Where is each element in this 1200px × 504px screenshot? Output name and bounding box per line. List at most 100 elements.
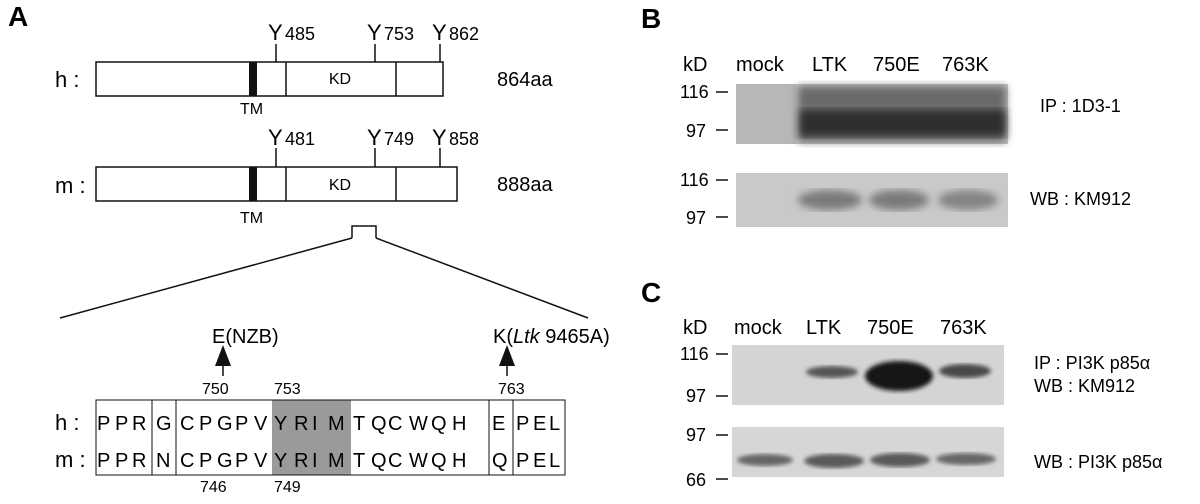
seq-h-residue: G — [217, 413, 233, 435]
alignment-pel-box — [512, 399, 566, 476]
mouse-y749-y: Y — [367, 125, 382, 150]
mutation-k-label: K(Ltk 9465A) — [493, 326, 610, 348]
seq-m-residue: V — [254, 450, 268, 472]
seq-h-residue: E — [492, 413, 505, 435]
panel-b-blot1-label: IP : 1D3-1 — [1040, 96, 1121, 116]
seq-m-residue: I — [312, 450, 318, 472]
seq-h-label: h : — [55, 410, 79, 435]
seq-m-residue: C — [180, 450, 194, 472]
seq-h-residue: C — [388, 413, 402, 435]
mouse-y481-num: 481 — [285, 129, 315, 149]
seq-h-residue: R — [294, 413, 308, 435]
panel-b-blot2-marker-97: 97 — [686, 208, 706, 228]
human-y862-num: 862 — [449, 24, 479, 44]
panel-b-blot2-marker-116: 116 — [680, 170, 709, 190]
seq-m-residue: M — [328, 450, 345, 472]
seq-m-residue: N — [156, 450, 170, 472]
seq-h-residue: T — [353, 413, 365, 435]
panel-b-lane-ltk: LTK — [812, 54, 848, 76]
seq-h-residue: P — [235, 413, 248, 435]
residue-763: 763 — [498, 381, 525, 398]
panel-c-lane-mock: mock — [734, 317, 783, 339]
arrow-750-icon — [215, 345, 231, 376]
panel-label-c: C — [641, 277, 661, 308]
panel-label-b: B — [641, 3, 661, 34]
seq-h-residue: Y — [274, 413, 287, 435]
mouse-tm-label: TM — [240, 210, 263, 227]
panel-b-lane-750e: 750E — [873, 54, 920, 76]
mutation-e-label: E(NZB) — [212, 326, 279, 348]
seq-h-residue: C — [180, 413, 194, 435]
seq-m-residue: G — [217, 450, 233, 472]
panel-b-kd-label: kD — [683, 54, 707, 76]
seq-m-residue: Q — [492, 450, 508, 472]
residue-746: 746 — [200, 479, 227, 496]
seq-m-residue: T — [353, 450, 365, 472]
blot-b-wb — [736, 173, 1008, 227]
seq-m-residue: Q — [431, 450, 447, 472]
seq-m-residue: P — [199, 450, 212, 472]
mouse-y858-y: Y — [432, 125, 447, 150]
blot-b-ip — [736, 84, 1008, 144]
human-protein-diagram: KD TM — [95, 44, 444, 118]
seq-m-residue: E — [533, 450, 546, 472]
human-y485-num: 485 — [285, 24, 315, 44]
seq-m-residue: P — [235, 450, 248, 472]
panel-c-lane-750e: 750E — [867, 317, 914, 339]
seq-m-label: m : — [55, 447, 86, 472]
seq-h-residue: W — [409, 413, 428, 435]
panel-c-blot1-label-ip: IP : PI3K p85α — [1034, 353, 1150, 373]
seq-m-residue: C — [388, 450, 402, 472]
human-tm-label: TM — [240, 101, 263, 118]
panel-b-blot2-label: WB : KM912 — [1030, 189, 1131, 209]
seq-m-residue: Q — [371, 450, 387, 472]
panel-c-blot2-marker-97: 97 — [686, 425, 706, 445]
alignment-boxes — [95, 399, 566, 476]
mouse-y481-y: Y — [268, 125, 283, 150]
blot-c-wb — [732, 427, 1004, 477]
human-protein-bar — [95, 61, 444, 97]
seq-h-residue: V — [254, 413, 268, 435]
seq-h-residue: M — [328, 413, 345, 435]
seq-m-residue: L — [549, 450, 560, 472]
panel-c-blot2-label: WB : PI3K p85α — [1034, 452, 1162, 472]
panel-c-kd-label: kD — [683, 317, 707, 339]
seq-h-residue: P — [115, 413, 128, 435]
zoom-indicator — [59, 225, 589, 319]
seq-h-residue: P — [516, 413, 529, 435]
mouse-tm-domain — [249, 167, 257, 201]
panel-c-blot1-marker-116: 116 — [680, 344, 709, 364]
seq-h-residue: Q — [371, 413, 387, 435]
seq-h-residue: R — [132, 413, 146, 435]
seq-h-residue: Q — [431, 413, 447, 435]
mutation-k-suffix: 9465A) — [540, 326, 610, 348]
seq-m-residue: R — [294, 450, 308, 472]
seq-h-residue: G — [156, 413, 172, 435]
mutation-k-prefix: K( — [493, 326, 513, 348]
seq-h-residue: H — [452, 413, 466, 435]
human-y753-y: Y — [367, 20, 382, 45]
human-y862-y: Y — [432, 20, 447, 45]
residue-753: 753 — [274, 381, 301, 398]
seq-m-residue: Y — [274, 450, 287, 472]
panel-c-blot1-marker-97: 97 — [686, 386, 706, 406]
human-length: 864aa — [497, 69, 553, 91]
seq-h-residue: I — [312, 413, 318, 435]
mouse-y858-num: 858 — [449, 129, 479, 149]
arrow-763-icon — [499, 345, 515, 376]
seq-m-residue: P — [115, 450, 128, 472]
seq-h-residue: L — [549, 413, 560, 435]
mouse-y749-num: 749 — [384, 129, 414, 149]
seq-m-residue: H — [452, 450, 466, 472]
human-y753-num: 753 — [384, 24, 414, 44]
panel-b-blot1-marker-97: 97 — [686, 121, 706, 141]
panel-b-lane-mock: mock — [736, 54, 785, 76]
panel-c-blot1-label-wb: WB : KM912 — [1034, 376, 1135, 396]
panel-label-a: A — [8, 1, 28, 32]
seq-h-residue: P — [97, 413, 110, 435]
human-tm-domain — [249, 62, 257, 96]
panel-c-lane-763k: 763K — [940, 317, 987, 339]
